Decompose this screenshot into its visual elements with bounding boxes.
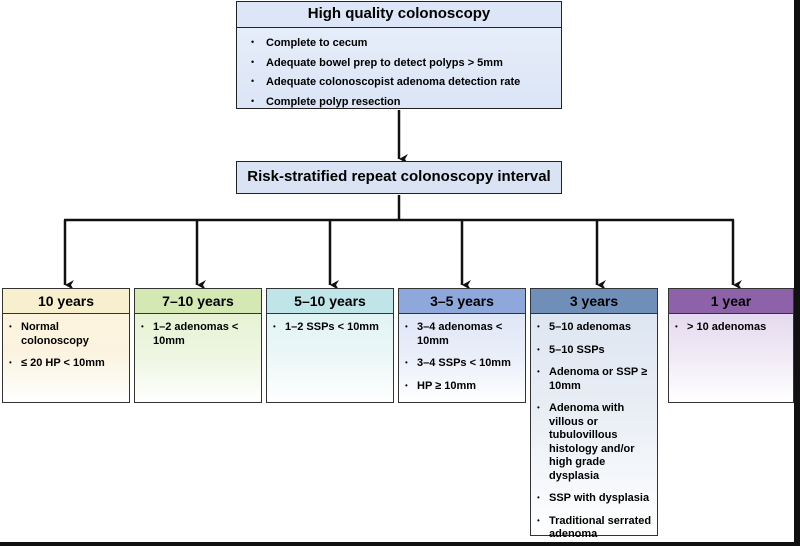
interval-title: 5–10 years [267,289,393,314]
list-item: 1–2 adenomas < 10mm [141,320,257,348]
list-item: Adequate colonoscopist adenoma detection… [251,72,561,92]
interval-criteria: > 10 adenomas [669,314,793,335]
list-item: Adenoma with villous or tubulovillous hi… [537,401,653,483]
interval-title: 10 years [3,289,129,314]
interval-criteria: Normal colonoscopy ≤ 20 HP < 10mm [3,314,129,371]
interval-1-year: 1 year > 10 adenomas [668,288,794,403]
right-frame-edge [794,0,800,546]
list-item: ≤ 20 HP < 10mm [9,356,125,371]
list-item: > 10 adenomas [675,320,789,335]
list-item: Adequate bowel prep to detect polyps > 5… [251,53,561,73]
list-item: 5–10 adenomas [537,320,653,335]
list-item: 1–2 SSPs < 10mm [273,320,389,335]
interval-10-years: 10 years Normal colonoscopy ≤ 20 HP < 10… [2,288,130,403]
interval-title: 7–10 years [135,289,261,314]
interval-title: 1 year [669,289,793,314]
list-item: Complete polyp resection [251,92,561,112]
interval-criteria: 5–10 adenomas 5–10 SSPs Adenoma or SSP ≥… [531,314,657,542]
interval-3-years: 3 years 5–10 adenomas 5–10 SSPs Adenoma … [530,288,658,540]
high-quality-colonoscopy-box: High quality colonoscopy Complete to cec… [236,1,562,109]
list-item: Normal colonoscopy [9,320,125,348]
interval-criteria: 1–2 adenomas < 10mm [135,314,261,348]
interval-criteria: 3–4 adenomas < 10mm 3–4 SSPs < 10mm HP ≥… [399,314,525,393]
middle-box-title: Risk-stratified repeat colonoscopy inter… [247,168,551,185]
list-item: 3–4 SSPs < 10mm [405,356,521,371]
interval-title: 3–5 years [399,289,525,314]
list-item: 3–4 adenomas < 10mm [405,320,521,348]
list-item: 5–10 SSPs [537,343,653,358]
interval-criteria: 1–2 SSPs < 10mm [267,314,393,335]
top-box-list: Complete to cecum Adequate bowel prep to… [237,28,561,111]
interval-3-5-years: 3–5 years 3–4 adenomas < 10mm 3–4 SSPs <… [398,288,526,403]
interval-7-10-years: 7–10 years 1–2 adenomas < 10mm [134,288,262,403]
interval-title: 3 years [531,289,657,314]
bottom-frame-edge [0,542,800,546]
top-box-title: High quality colonoscopy [237,2,561,28]
list-item: SSP with dysplasia [537,491,653,506]
list-item: HP ≥ 10mm [405,379,521,394]
list-item: Traditional serrated adenoma [537,514,653,542]
list-item: Complete to cecum [251,33,561,53]
list-item: Adenoma or SSP ≥ 10mm [537,365,653,393]
interval-5-10-years: 5–10 years 1–2 SSPs < 10mm [266,288,394,403]
risk-stratified-interval-box: Risk-stratified repeat colonoscopy inter… [236,161,562,194]
